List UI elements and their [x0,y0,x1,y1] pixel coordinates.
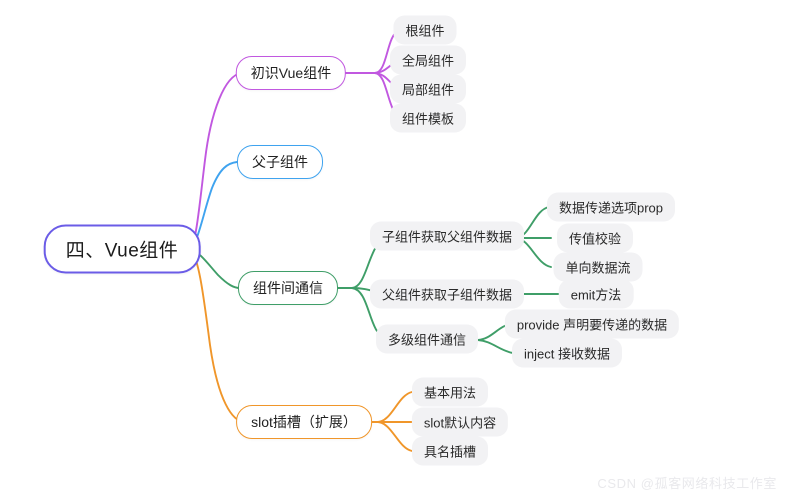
node-sub-child-gets-parent-data-label: 子组件获取父组件数据 [381,229,513,245]
node-branch-communication[interactable]: 组件间通信 [238,271,338,305]
node-root[interactable]: 四、Vue组件 [43,224,201,274]
node-leaf-named-slot-label: 具名插槽 [423,444,477,460]
node-leaf-local-component[interactable]: 局部组件 [389,74,467,104]
node-leaf-component-template-label: 组件模板 [401,111,455,127]
node-leaf-prop-option-label: 数据传递选项prop [558,200,664,216]
node-branch-parent-child-label: 父子组件 [252,154,308,170]
node-branch-parent-child[interactable]: 父子组件 [237,145,323,179]
node-leaf-root-component[interactable]: 根组件 [393,15,457,45]
node-leaf-global-component[interactable]: 全局组件 [389,45,467,75]
node-root-label: 四、Vue组件 [65,240,179,262]
node-leaf-prop-option[interactable]: 数据传递选项prop [546,192,676,222]
node-sub-multilevel-communication[interactable]: 多级组件通信 [375,324,479,354]
node-sub-parent-gets-child-data[interactable]: 父组件获取子组件数据 [369,279,525,309]
edge-multilevel-to-inject [477,339,514,354]
edge-slot-to-named [377,421,413,452]
node-sub-child-gets-parent-data[interactable]: 子组件获取父组件数据 [369,221,525,251]
node-leaf-provide-label: provide 声明要传递的数据 [516,317,668,333]
node-leaf-one-way-flow[interactable]: 单向数据流 [553,252,643,282]
node-leaf-inject-label: inject 接收数据 [524,346,610,362]
node-leaf-slot-default-content[interactable]: slot默认内容 [411,407,509,437]
node-leaf-basic-usage[interactable]: 基本用法 [411,377,489,407]
node-branch-slot-label: slot插槽（扩展） [251,414,357,430]
node-leaf-inject[interactable]: inject 接收数据 [512,338,622,368]
node-sub-multilevel-communication-label: 多级组件通信 [387,332,467,348]
node-leaf-local-component-label: 局部组件 [401,82,455,98]
node-leaf-named-slot[interactable]: 具名插槽 [411,436,489,466]
watermark: CSDN @孤客网络科技工作室 [597,476,777,491]
node-leaf-one-way-flow-label: 单向数据流 [565,260,631,276]
node-leaf-root-component-label: 根组件 [405,23,445,39]
node-leaf-emit-method-label: emit方法 [570,287,622,303]
edge-root-to-intro [189,72,242,250]
node-leaf-value-validation[interactable]: 传值校验 [556,223,634,253]
node-branch-intro[interactable]: 初识Vue组件 [235,56,347,90]
node-leaf-provide[interactable]: provide 声明要传递的数据 [504,309,680,339]
node-leaf-value-validation-label: 传值校验 [568,231,622,247]
node-leaf-emit-method[interactable]: emit方法 [558,279,634,309]
node-branch-communication-label: 组件间通信 [253,280,323,296]
node-leaf-component-template[interactable]: 组件模板 [389,103,467,133]
node-branch-intro-label: 初识Vue组件 [250,65,332,81]
node-sub-parent-gets-child-data-label: 父组件获取子组件数据 [381,287,513,303]
node-leaf-slot-default-content-label: slot默认内容 [423,415,497,431]
node-leaf-global-component-label: 全局组件 [401,53,455,69]
edge-slot-to-basic [377,391,413,423]
node-branch-slot[interactable]: slot插槽（扩展） [236,405,372,439]
node-leaf-basic-usage-label: 基本用法 [423,385,477,401]
edge-root-to-slot [189,248,246,423]
